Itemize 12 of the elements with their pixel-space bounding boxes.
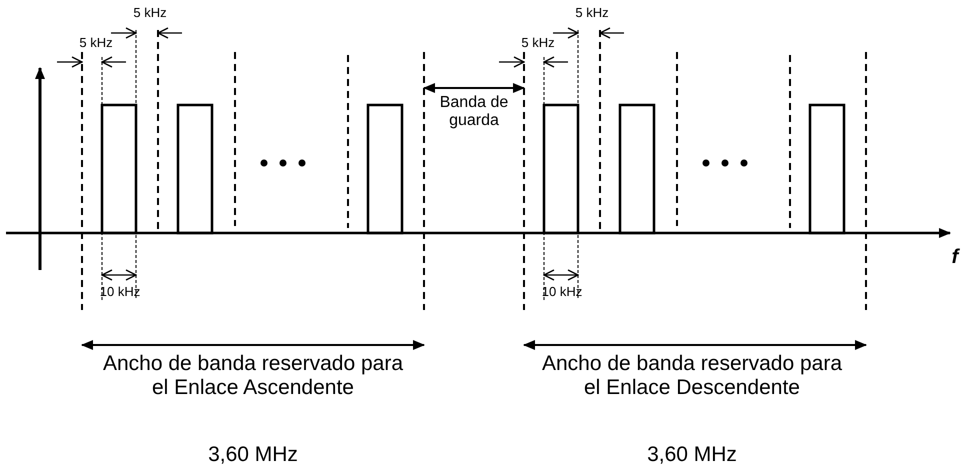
dimension-label: 10 kHz	[98, 285, 142, 300]
axis-label: f	[950, 246, 961, 269]
dimension-label: 5 kHz	[520, 36, 556, 51]
bandwidth-value: 3,60 MHz	[646, 443, 738, 468]
bandwidth-value: 3,60 MHz	[207, 443, 299, 468]
dimension-label: 5 kHz	[132, 6, 168, 21]
bandwidth-label: Ancho de banda reservado para el Enlace Ascendente	[102, 352, 404, 400]
band-label: Banda de guarda	[438, 94, 510, 131]
bandwidth-label: Ancho de banda reservado para el Enlace Descendente	[540, 352, 844, 400]
dimension-label: 10 kHz	[540, 285, 584, 300]
dimension-label: 5 kHz	[574, 6, 610, 21]
dimension-label: 5 kHz	[78, 36, 114, 51]
